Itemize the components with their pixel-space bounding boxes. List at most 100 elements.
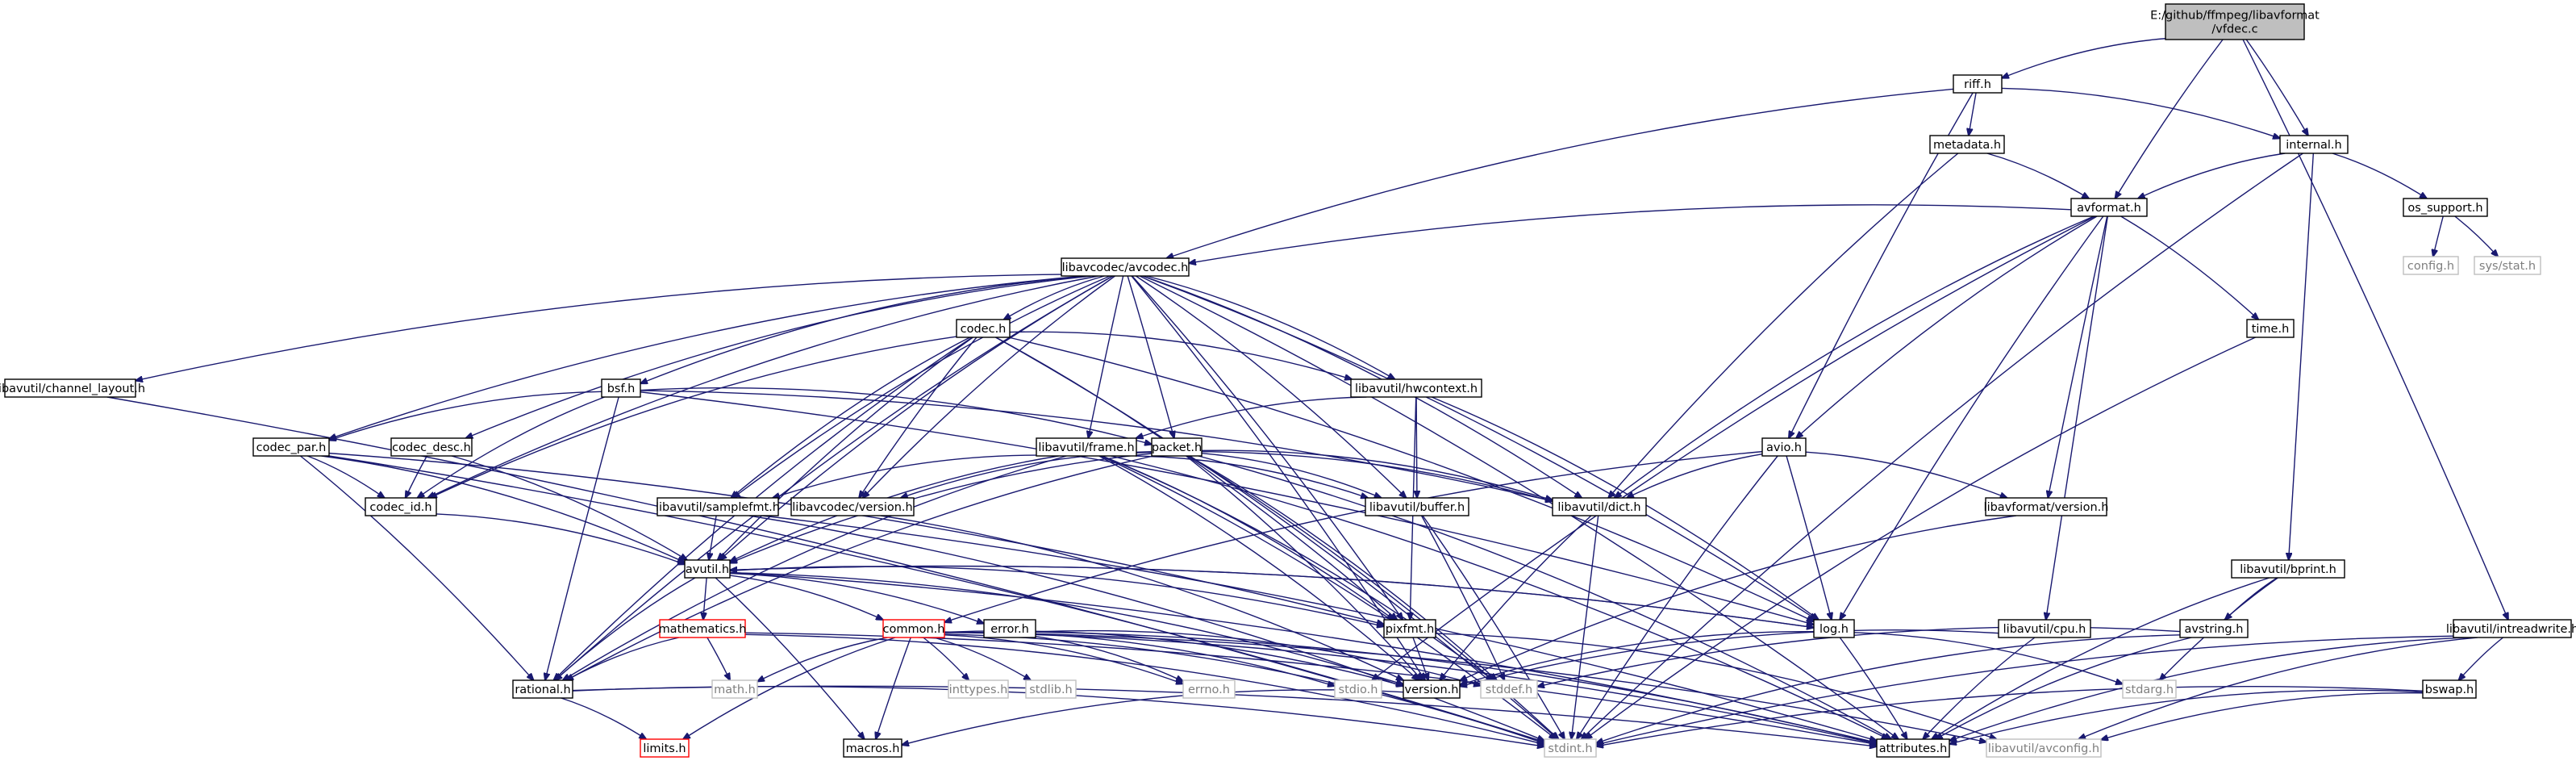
node-box <box>1182 679 1236 699</box>
edge-packet-to-avutil <box>730 453 1153 563</box>
node-label: libavformat/version.h <box>1984 501 2109 514</box>
node-bswap[interactable]: bswap.h <box>2422 679 2477 699</box>
edge-packet-to-dict <box>1201 449 1553 500</box>
node-common[interactable]: common.h <box>882 619 945 638</box>
edge-log-to-stdarg <box>1853 632 2123 684</box>
edge-avformat-to-log <box>1840 215 2104 620</box>
node-packet[interactable]: packet.h <box>1151 437 1203 457</box>
node-box <box>1365 497 1469 516</box>
node-label: errno.h <box>1188 683 1230 696</box>
node-box <box>1953 74 2003 94</box>
node-bsf[interactable]: bsf.h <box>601 378 641 398</box>
node-metadata[interactable]: metadata.h <box>1929 135 2005 154</box>
node-codec_id[interactable]: codec_id.h <box>365 497 437 516</box>
edge-intreadwrite-to-bswap <box>2458 637 2503 680</box>
node-macros[interactable]: macros.h <box>843 738 902 758</box>
node-box <box>659 619 746 638</box>
node-box <box>2474 256 2541 275</box>
edge-avc_version-to-version <box>880 515 1403 680</box>
edge-mathematics-to-math <box>707 637 730 680</box>
node-label: avio.h <box>1766 441 1802 454</box>
edge-root-to-avformat <box>2115 39 2224 199</box>
node-internal[interactable]: internal.h <box>2279 135 2349 154</box>
node-log[interactable]: log.h <box>1813 619 1855 638</box>
node-label: pixfmt.h <box>1386 623 1435 636</box>
node-chlayout[interactable]: libavutil/channel_layout.h <box>0 378 145 398</box>
node-error[interactable]: error.h <box>983 619 1036 638</box>
node-codec_par[interactable]: codec_par.h <box>252 437 330 457</box>
edge-mathematics-to-rational <box>566 637 680 680</box>
edge-codec-to-hwcontext <box>1009 331 1352 379</box>
node-codec_desc[interactable]: codec_desc.h <box>390 437 473 457</box>
node-version[interactable]: version.h <box>1403 679 1461 699</box>
edge-os_support-to-sysstat <box>2454 215 2498 257</box>
node-os_support[interactable]: os_support.h <box>2403 198 2488 217</box>
node-cpu[interactable]: libavutil/cpu.h <box>1998 619 2091 638</box>
node-box <box>2279 135 2349 154</box>
node-box <box>1813 619 1855 638</box>
edge-avcodec-to-version <box>1131 275 1425 680</box>
node-intreadwrite[interactable]: libavutil/intreadwrite.h <box>2446 619 2576 638</box>
node-pixfmt[interactable]: pixfmt.h <box>1383 619 1436 638</box>
edge-metadata-to-avformat <box>1986 153 2089 199</box>
edge-intreadwrite-to-stdint <box>1596 635 2454 745</box>
edge-buffer-to-stdint <box>1422 515 1565 739</box>
edge-error-to-stddef <box>1035 629 1481 686</box>
edge-frame-to-version <box>1098 455 1419 680</box>
edge-internal-to-bprint <box>2289 153 2315 560</box>
node-samplefmt[interactable]: libavutil/samplefmt.h <box>656 497 780 516</box>
node-rational[interactable]: rational.h <box>512 679 573 699</box>
node-label: error.h <box>990 623 1029 636</box>
node-riff[interactable]: riff.h <box>1953 74 2003 94</box>
node-label: stddef.h <box>1486 683 1532 696</box>
node-label: sys/stat.h <box>2479 260 2536 273</box>
edge-log-to-avutil <box>730 565 1815 629</box>
node-avformat[interactable]: avformat.h <box>2070 198 2148 217</box>
node-avstring[interactable]: avstring.h <box>2179 619 2249 638</box>
node-avcodec[interactable]: libavcodec/avcodec.h <box>1061 257 1190 277</box>
edge-avutil-to-macros <box>715 577 865 739</box>
node-label: attributes.h <box>1879 742 1948 755</box>
edge-error-to-attributes <box>1035 631 1877 743</box>
node-label: bswap.h <box>2425 683 2474 696</box>
edge-avcodec-to-avc_version <box>863 275 1115 498</box>
edge-hwcontext-to-buffer <box>1416 396 1417 498</box>
node-math: math.h <box>711 679 758 699</box>
node-avutil[interactable]: avutil.h <box>684 559 731 579</box>
edge-bsf-to-dict <box>640 390 1553 501</box>
edge-common-to-math <box>757 637 888 682</box>
edge-avutil-to-version <box>729 571 1403 685</box>
edge-hwcontext-to-frame <box>1136 396 1367 438</box>
node-time[interactable]: time.h <box>2246 319 2295 338</box>
edge-avcodec-to-frame <box>1088 275 1124 438</box>
edge-riff-to-internal <box>2001 87 2280 138</box>
node-frame[interactable]: libavutil/frame.h <box>1036 437 1137 457</box>
edge-avcodec-to-samplefmt <box>733 275 1111 498</box>
node-avf_version[interactable]: libavformat/version.h <box>1984 497 2109 516</box>
node-label: libavcodec/avcodec.h <box>1062 261 1189 274</box>
node-limits[interactable]: limits.h <box>640 738 690 758</box>
node-root[interactable]: E:/github/ffmpeg/libavformat/vfdec.c <box>2150 3 2320 40</box>
node-avio[interactable]: avio.h <box>1761 437 1807 457</box>
node-label: internal.h <box>2286 139 2341 152</box>
node-hwcontext[interactable]: libavutil/hwcontext.h <box>1350 378 1482 398</box>
node-box <box>1986 738 2102 758</box>
node-buffer[interactable]: libavutil/buffer.h <box>1365 497 1469 516</box>
edge-avcodec-to-rational <box>555 275 1114 680</box>
node-box <box>843 738 902 758</box>
edge-frame-to-samplefmt <box>773 454 1037 498</box>
node-mathematics[interactable]: mathematics.h <box>659 619 747 638</box>
node-dict[interactable]: libavutil/dict.h <box>1552 497 1647 516</box>
node-box <box>2122 679 2177 699</box>
edge-avcodec-to-hwcontext <box>1146 275 1394 379</box>
node-bprint[interactable]: libavutil/bprint.h <box>2231 559 2345 579</box>
node-stdio: stdio.h <box>1334 679 1382 699</box>
node-codec[interactable]: codec.h <box>956 319 1011 338</box>
edge-version-to-macros <box>902 689 1404 745</box>
node-box <box>1403 679 1461 699</box>
node-box <box>1061 257 1190 277</box>
node-avc_version[interactable]: libavcodec/version.h <box>790 497 915 516</box>
node-stdlib: stdlib.h <box>1025 679 1077 699</box>
node-attributes[interactable]: attributes.h <box>1876 738 1950 758</box>
edge-avcodec-to-dict <box>1142 275 1582 498</box>
